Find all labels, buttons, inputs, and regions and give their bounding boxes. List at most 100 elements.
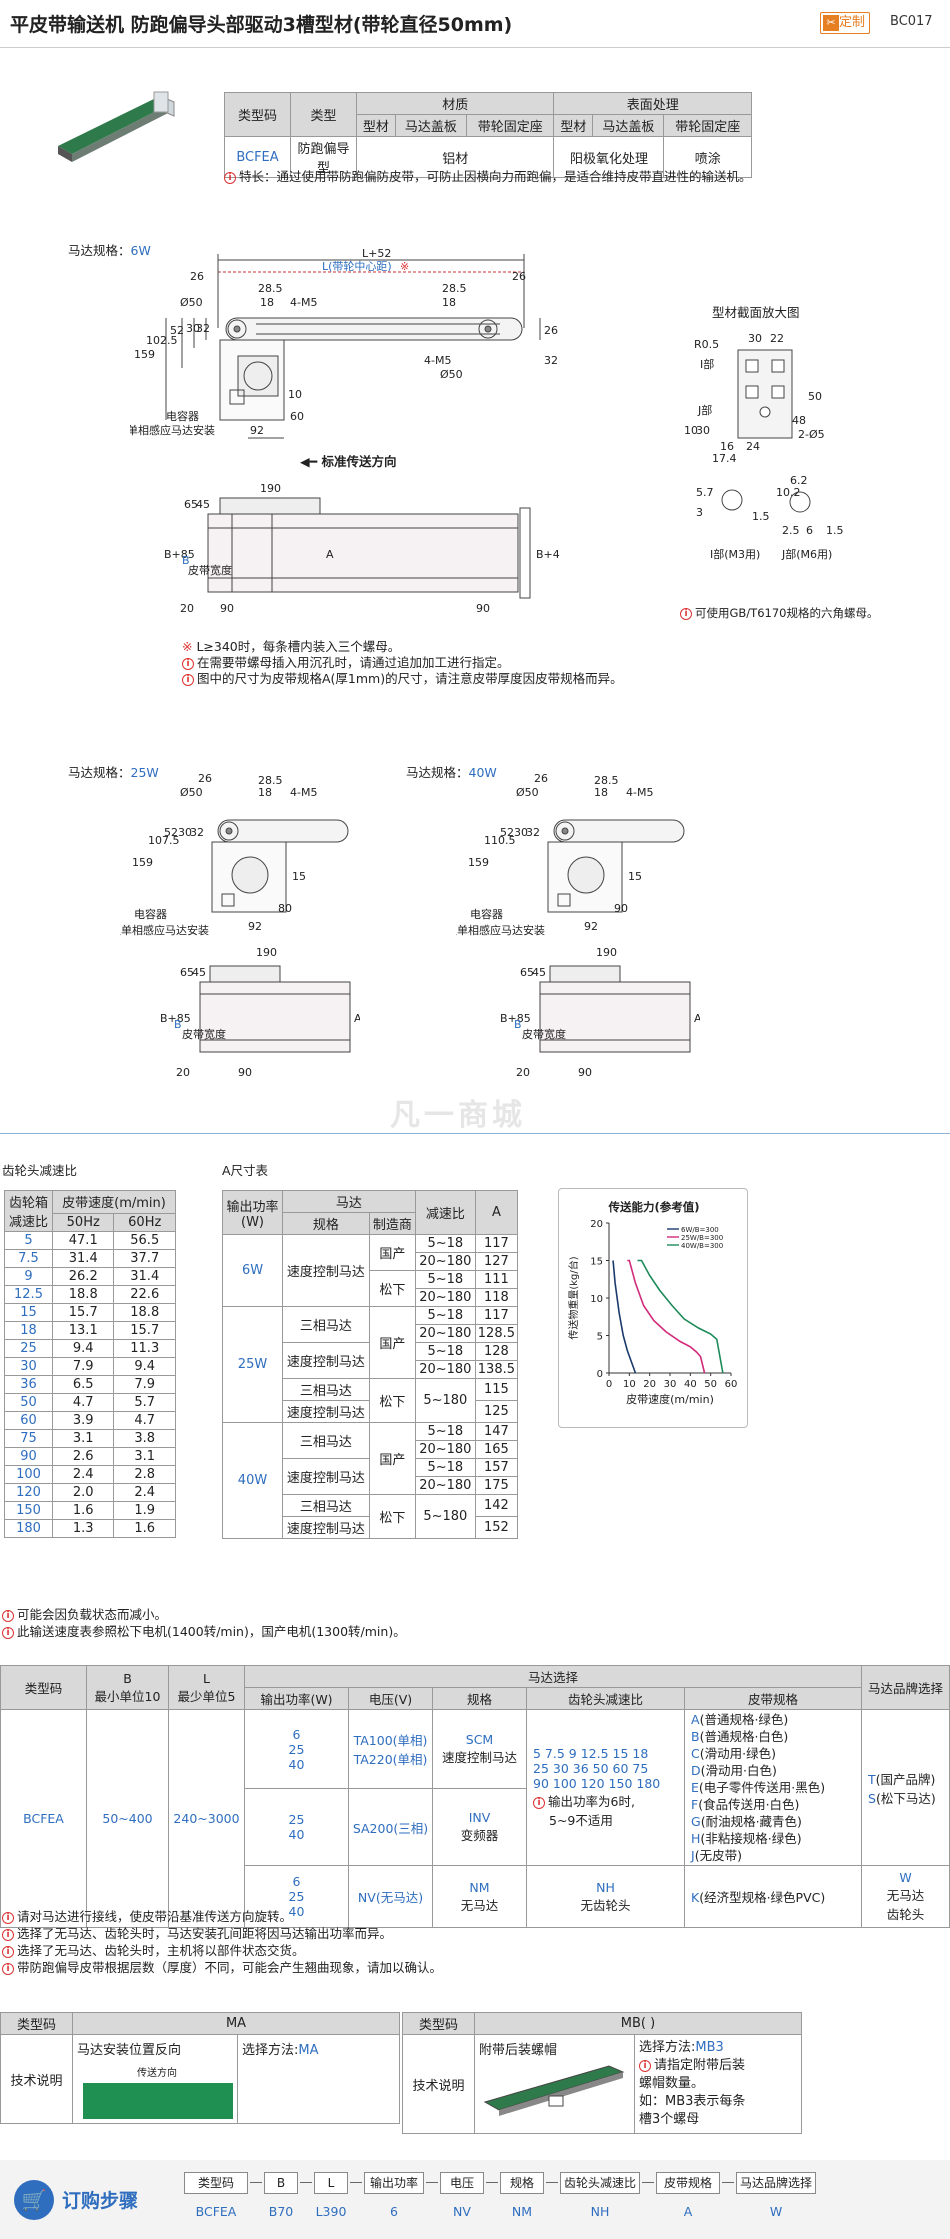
y-tick-label: 0 (597, 1369, 603, 1380)
side-view-40w: 26 28.5 Ø50 18 4-M5 159 110.5 52 30 32 1… (456, 772, 685, 937)
svg-text:65: 65 (520, 966, 534, 979)
order-steps-title: 订购步骤 (62, 2190, 139, 2212)
svg-text:20: 20 (176, 1066, 190, 1079)
dim-28-5a: 28.5 (258, 282, 283, 295)
info-icon: i (2, 1946, 14, 1958)
prof-6-2: 6.2 (790, 474, 808, 487)
belt-option: F(食品传送用·白色) (691, 1797, 800, 1812)
prof-30: 30 (748, 332, 762, 345)
dim-26b: 26 (512, 270, 526, 283)
svg-text:159: 159 (468, 856, 489, 869)
cart-icon: 🛒 (14, 2180, 54, 2220)
brand-option: S(松下马达) (868, 1790, 936, 1806)
custom-badge[interactable]: ✂定制 (820, 12, 870, 34)
svg-text:B+85: B+85 (500, 1012, 531, 1025)
prof-6: 6 (806, 524, 813, 537)
svg-text:65: 65 (180, 966, 194, 979)
series-line (627, 1259, 706, 1374)
info-icon: i (2, 1912, 14, 1924)
dim-10: 10 (288, 388, 302, 401)
spec-table: 类型码 类型 材质 表面处理 型材 马达盖板 带轮固定座 型材 马达盖板 带轮固… (224, 92, 752, 178)
svg-text:4-M5: 4-M5 (290, 786, 317, 799)
x-tick-label: 30 (664, 1379, 677, 1390)
svg-text:45: 45 (192, 966, 206, 979)
divider (0, 1133, 950, 1134)
prof-22: 22 (770, 332, 784, 345)
prof-3: 3 (696, 506, 703, 519)
dim-30: 30 (186, 322, 200, 335)
svg-text:28.5: 28.5 (258, 774, 283, 787)
svg-text:90: 90 (238, 1066, 252, 1079)
step-separator (642, 2182, 654, 2183)
legend-entry: 40W/B=300 (681, 1242, 723, 1250)
dim-90b: 90 (476, 602, 490, 615)
arrow-left-icon: ◀━ (300, 454, 322, 469)
mark-asterisk: ※ (400, 260, 409, 273)
svg-text:90: 90 (614, 902, 628, 915)
dim-a: A (326, 548, 334, 561)
dim-26c: 26 (544, 324, 558, 337)
prof-j-label: J部(M6用) (781, 547, 832, 561)
x-tick-label: 10 (623, 1379, 636, 1390)
y-tick-label: 20 (590, 1219, 603, 1230)
info-icon: i (2, 1610, 14, 1622)
svg-text:皮带宽度: 皮带宽度 (522, 1027, 566, 1041)
svg-text:80: 80 (278, 902, 292, 915)
legend-entry: 6W/B=300 (681, 1226, 719, 1234)
prof-30b: 30 (696, 424, 710, 437)
mb-conveyor-image (483, 2065, 625, 2116)
prof-1-5b: 1.5 (826, 524, 844, 537)
info-icon: i (182, 658, 194, 670)
prof-24: 24 (746, 440, 760, 453)
dim-45: 45 (196, 498, 210, 511)
svg-text:A: A (354, 1012, 360, 1025)
svg-text:26: 26 (198, 772, 212, 785)
svg-text:15: 15 (628, 870, 642, 883)
y-tick-label: 15 (590, 1257, 603, 1268)
dim-l-center: L(带轮中心距) (322, 259, 392, 273)
x-tick-label: 0 (606, 1379, 612, 1390)
dim-190: 190 (260, 482, 281, 495)
gear-table-title: 齿轮头减速比 (2, 1163, 78, 1178)
belt-option: E(电子零件传送用·黑色) (691, 1780, 826, 1795)
dim-phi50b: Ø50 (440, 368, 463, 381)
x-tick-label: 60 (725, 1379, 738, 1390)
info-icon: i (182, 674, 194, 686)
dim-32b: 32 (544, 354, 558, 367)
brand-option: T(国产品牌) (868, 1771, 936, 1787)
svg-text:52: 52 (164, 826, 178, 839)
legend-entry: 25W/B=300 (681, 1234, 723, 1242)
belt-option: H(非粘接规格·绿色) (691, 1831, 802, 1846)
svg-text:仅单相感应马达安装: 仅单相感应马达安装 (120, 923, 209, 937)
prof-50: 50 (808, 390, 822, 403)
capacitor-note: 仅单相感应马达安装 (130, 423, 215, 437)
page-title: 平皮带输送机 防跑偏导头部驱动3槽型材(带轮直径50mm) (10, 14, 513, 36)
y-tick-label: 5 (597, 1332, 603, 1343)
prof-1-5a: 1.5 (752, 510, 770, 523)
svg-text:110.5: 110.5 (484, 834, 516, 847)
info-icon: i (680, 608, 692, 620)
prof-10: 10 (684, 424, 698, 437)
svg-text:Ø50: Ø50 (180, 786, 203, 799)
side-view-6w: L+52 L(带轮中心距) ※ 26 26 28.5 28.5 18 18 4-… (130, 248, 558, 439)
x-axis-label: 皮带速度(m/min) (626, 1392, 714, 1406)
svg-text:电容器: 电容器 (134, 907, 167, 921)
belt-option: A(普通规格·绿色) (691, 1712, 789, 1727)
